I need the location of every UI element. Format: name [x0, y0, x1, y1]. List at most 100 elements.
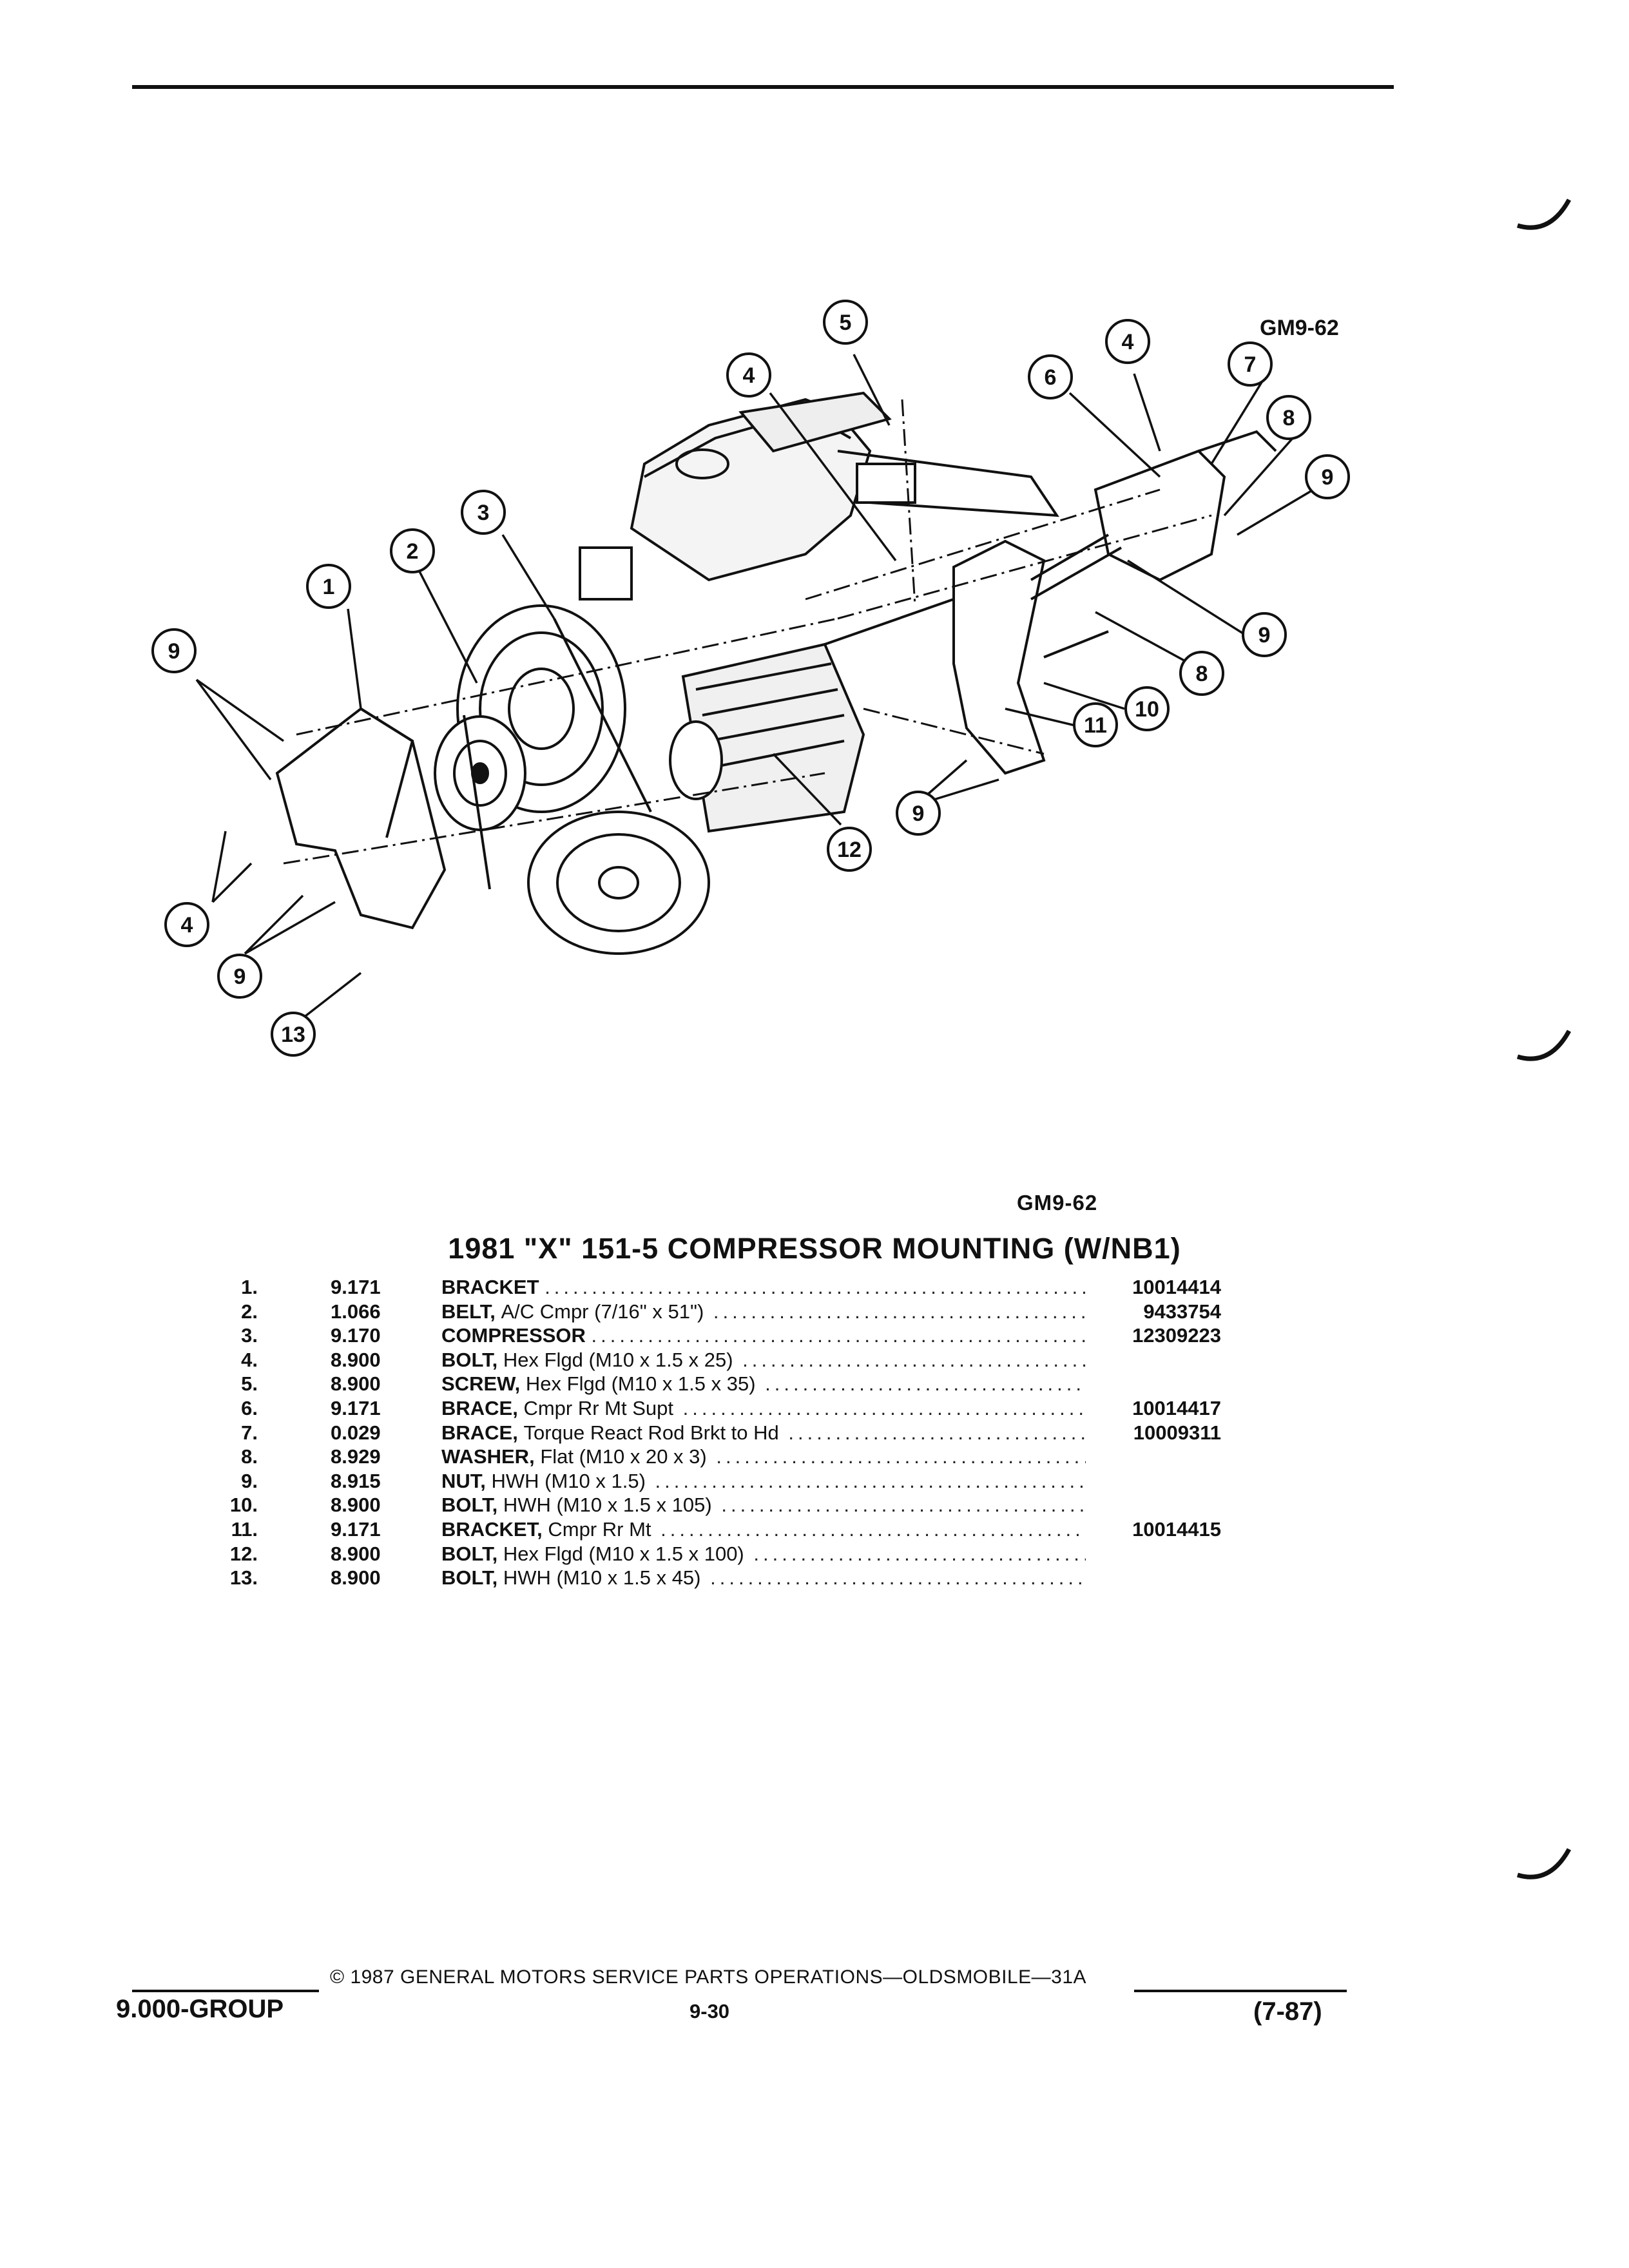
- part-name: SCREW,: [441, 1372, 521, 1395]
- footer-rule: [1134, 1990, 1347, 1992]
- svg-text:9: 9: [1258, 623, 1271, 648]
- footer-date: (7-87): [1253, 1997, 1322, 2026]
- part-detail: HWH (M10 x 1.5 x 105): [503, 1494, 712, 1516]
- callout-8: 8: [1266, 395, 1311, 440]
- page-title: 1981 "X" 151-5 COMPRESSOR MOUNTING (W/NB…: [448, 1232, 1181, 1265]
- group-number: 0.029: [331, 1421, 381, 1444]
- parts-list-row: 3. 9.170 COMPRESSOR ......................…: [0, 1324, 1629, 1347]
- parts-list-row: 4. 8.900 BOLT, Hex Flgd (M10 x 1.5 x 25) .…: [0, 1349, 1629, 1372]
- footer-copyright: © 1987 GENERAL MOTORS SERVICE PARTS OPER…: [330, 1966, 1087, 1988]
- part-detail: Hex Flgd (M10 x 1.5 x 25): [503, 1349, 733, 1371]
- part-description: WASHER, Flat (M10 x 20 x 3) ............…: [441, 1445, 1086, 1468]
- callout-4: 4: [1105, 319, 1150, 364]
- group-number: 8.900: [331, 1542, 381, 1565]
- svg-text:7: 7: [1244, 352, 1257, 377]
- callout-4: 4: [164, 902, 209, 947]
- part-description: BRACE, Cmpr Rr Mt Supt .................…: [441, 1397, 1086, 1420]
- item-number: 4.: [241, 1349, 258, 1371]
- part-detail: Flat (M10 x 20 x 3): [540, 1445, 707, 1468]
- item-number: 5.: [241, 1372, 258, 1395]
- callout-9: 9: [1305, 454, 1350, 499]
- leader-dots: ........................................…: [765, 1372, 1086, 1395]
- part-name: BRACKET: [441, 1276, 539, 1298]
- parts-list-row: 11. 9.171 BRACKET, Cmpr Rr Mt ............…: [0, 1518, 1629, 1541]
- item-number: 11.: [231, 1518, 258, 1541]
- callout-10: 10: [1124, 686, 1170, 731]
- svg-text:3: 3: [477, 501, 490, 525]
- part-description: BOLT, HWH (M10 x 1.5 x 105) ............…: [441, 1494, 1086, 1517]
- leader-dots: ........................................…: [682, 1397, 1086, 1419]
- svg-text:9: 9: [234, 965, 246, 989]
- leader-dots: ........................................…: [713, 1300, 1086, 1323]
- item-number: 10.: [229, 1494, 258, 1516]
- leader-dots: ........................................…: [716, 1445, 1086, 1468]
- part-name: WASHER,: [441, 1445, 535, 1468]
- part-name: BELT,: [441, 1300, 496, 1323]
- callout-9: 9: [151, 628, 197, 673]
- margin-check-mark: [1516, 1848, 1572, 1879]
- margin-check-mark: [1516, 198, 1572, 230]
- group-number: 9.170: [331, 1324, 381, 1347]
- leader-dots: ........................................…: [545, 1276, 1086, 1298]
- callout-3: 3: [461, 490, 506, 535]
- part-description: COMPRESSOR .............................…: [441, 1324, 1086, 1347]
- part-detail: Torque React Rod Brkt to Hd: [523, 1421, 779, 1444]
- callout-5: 5: [823, 300, 868, 345]
- leader-dots: ........................................…: [742, 1349, 1086, 1371]
- part-description: BELT, A/C Cmpr (7/16" x 51") ...........…: [441, 1300, 1086, 1323]
- callout-4: 4: [726, 352, 771, 398]
- callout-9: 9: [1242, 612, 1287, 657]
- svg-text:13: 13: [281, 1023, 305, 1047]
- part-number: 10014414: [1132, 1276, 1221, 1298]
- group-number: 8.900: [331, 1349, 381, 1371]
- group-number: 8.929: [331, 1445, 381, 1468]
- item-number: 12.: [229, 1542, 258, 1565]
- group-number: 8.915: [331, 1470, 381, 1492]
- compressor-mounting-diagram: 1 2 3 4 4 4 5 6 7 8 8 9 9 9 9 9 10 11 12…: [151, 300, 1350, 1057]
- part-detail: HWH (M10 x 1.5): [491, 1470, 646, 1492]
- part-description: BOLT, Hex Flgd (M10 x 1.5 x 100) .......…: [441, 1542, 1086, 1566]
- svg-text:4: 4: [1122, 330, 1134, 354]
- part-description: BRACKET, Cmpr Rr Mt ....................…: [441, 1518, 1086, 1541]
- top-rule: [132, 85, 1394, 89]
- part-detail: Cmpr Rr Mt: [548, 1518, 651, 1541]
- part-name: BOLT,: [441, 1494, 498, 1516]
- svg-text:8: 8: [1196, 662, 1208, 686]
- figure-code-bottom: GM9-62: [1017, 1191, 1098, 1215]
- callout-9: 9: [896, 791, 941, 836]
- assembly-lines: [283, 399, 1212, 865]
- callout-9: 9: [217, 954, 262, 999]
- svg-text:1: 1: [323, 575, 335, 599]
- part-number: 10009311: [1133, 1421, 1221, 1444]
- callout-1: 1: [306, 564, 351, 609]
- callout-11: 11: [1073, 702, 1118, 747]
- svg-text:4: 4: [743, 363, 755, 388]
- leader-dots: ........................................…: [788, 1421, 1086, 1444]
- leader-dots: ........................................…: [655, 1470, 1086, 1492]
- part-description: NUT, HWH (M10 x 1.5) ...................…: [441, 1470, 1086, 1493]
- svg-text:6: 6: [1045, 365, 1057, 390]
- callout-6: 6: [1028, 354, 1073, 399]
- svg-text:9: 9: [168, 639, 180, 664]
- parts-list-row: 12. 8.900 BOLT, Hex Flgd (M10 x 1.5 x 100)…: [0, 1542, 1629, 1566]
- item-number: 1.: [241, 1276, 258, 1298]
- item-number: 3.: [241, 1324, 258, 1347]
- part-detail: Cmpr Rr Mt Supt: [523, 1397, 673, 1419]
- svg-text:9: 9: [1322, 465, 1334, 490]
- callout-12: 12: [827, 827, 872, 872]
- group-number: 8.900: [331, 1566, 381, 1589]
- part-description: BRACE, Torque React Rod Brkt to Hd .....…: [441, 1421, 1086, 1445]
- part-number: 12309223: [1132, 1324, 1221, 1347]
- part-name: BOLT,: [441, 1566, 498, 1589]
- part-description: BOLT, Hex Flgd (M10 x 1.5 x 25) ........…: [441, 1349, 1086, 1372]
- leader-dots: ........................................…: [753, 1542, 1086, 1565]
- group-number: 9.171: [331, 1518, 381, 1541]
- svg-text:12: 12: [837, 838, 862, 862]
- callout-2: 2: [390, 528, 435, 573]
